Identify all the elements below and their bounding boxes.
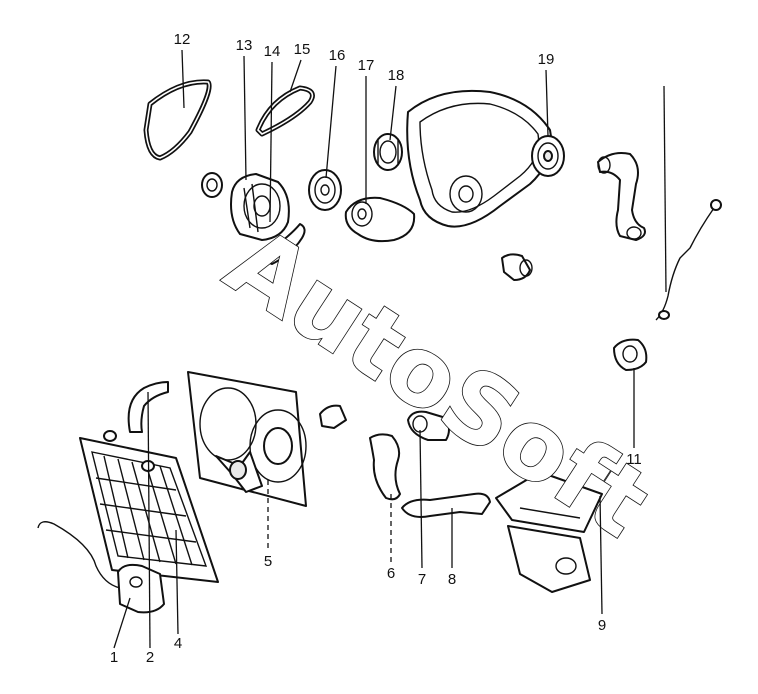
callout-8: 8 (448, 571, 456, 588)
part-dipstick-19 (655, 199, 722, 321)
callout-13: 14 (264, 43, 281, 60)
part-belt-14 (255, 85, 315, 137)
part-idler-fitting (501, 253, 533, 281)
part-pump-16 (344, 196, 416, 243)
part-bracket-13 (266, 223, 306, 265)
part-hose-2 (127, 381, 169, 433)
callout-1: 1 (110, 649, 118, 666)
callout-16: 17 (358, 57, 375, 74)
part-fan-shroud-5 (187, 371, 307, 507)
callout-11: 12 (174, 31, 191, 48)
part-fan-motor (319, 404, 347, 429)
callout-12: 13 (236, 37, 253, 54)
part-hose-8 (401, 492, 491, 518)
part-mount-10 (613, 338, 648, 371)
part-belt-11 (143, 79, 212, 161)
part-airbox-9 (495, 471, 603, 593)
callout-4: 4 (174, 635, 182, 652)
part-thermostat-7 (407, 410, 450, 441)
callout-2: 2 (146, 649, 154, 666)
callout-6: 6 (387, 565, 395, 582)
callout-5: 5 (264, 553, 272, 570)
callout-15: 16 (329, 47, 346, 64)
callout-18: 19 (538, 51, 555, 68)
part-timing-cover (406, 89, 552, 228)
part-pulley-small (201, 172, 223, 198)
callout-9: 9 (598, 617, 606, 634)
part-hose-6 (369, 433, 401, 501)
callout-10: 11 (626, 451, 642, 468)
callout-14: 15 (294, 41, 311, 58)
callout-7: 7 (418, 571, 426, 588)
callout-17: 18 (388, 67, 405, 84)
part-gear-18 (531, 135, 565, 177)
part-pulley-17 (373, 133, 403, 171)
part-water-pipe (597, 152, 646, 241)
part-alternator-12 (230, 173, 290, 241)
part-pulley-15 (308, 169, 342, 211)
